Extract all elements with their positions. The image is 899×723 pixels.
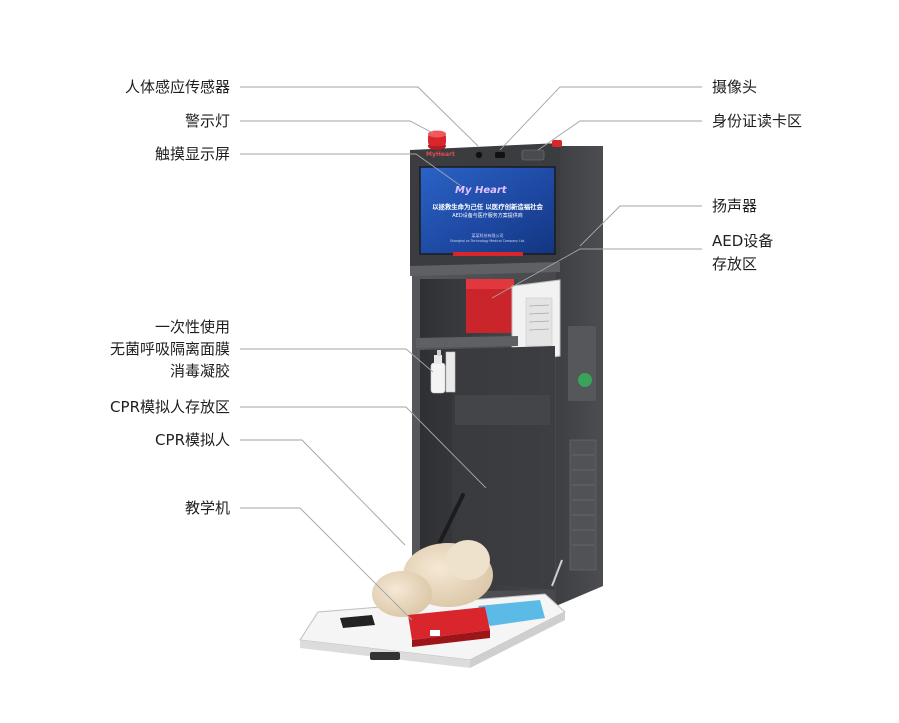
label-disposable: 一次性使用 无菌呼吸隔离面膜 消毒凝胶 <box>110 316 230 382</box>
leader-aed-storage <box>491 248 702 299</box>
leader-id-reader <box>537 120 702 151</box>
id-reader-pad <box>521 149 545 161</box>
screen-company-cn: 某某科技有限公司 <box>471 233 504 238</box>
upper-shelf-edge <box>410 262 560 276</box>
screen-red-strip <box>453 252 523 256</box>
leader-touch-screen <box>240 153 462 187</box>
label-body-sensor: 人体感应传感器 <box>124 78 230 96</box>
label-teaching-machine: 教学机 <box>184 499 230 517</box>
leader-speaker <box>579 205 702 247</box>
body-sensor-dot <box>475 151 483 159</box>
leader-disposable <box>240 348 434 373</box>
cpr-manikin-head <box>372 571 432 617</box>
label-warning-light: 警示灯 <box>184 112 230 130</box>
touch-screen-display <box>420 167 555 254</box>
label-aed-storage-line1: AED设备 <box>712 232 774 250</box>
bezel-logo: MyHeart <box>426 151 455 158</box>
screen-subtitle: AED设备与医疗服务方案提供商 <box>452 213 523 219</box>
warning-light-right <box>552 140 562 147</box>
leader-cpr-manikin <box>240 439 406 546</box>
label-touch-screen: 触摸显示屏 <box>154 145 230 163</box>
label-aed-storage-line2: 存放区 <box>712 255 758 273</box>
leader-body-sensor <box>240 86 479 147</box>
side-instructions <box>569 439 597 571</box>
label-disposable-line2: 无菌呼吸隔离面膜 <box>109 340 230 358</box>
label-cpr-manikin: CPR模拟人 <box>155 431 230 449</box>
blue-pad <box>478 600 545 626</box>
label-camera: 摄像头 <box>712 78 758 96</box>
leader-cpr-storage <box>240 406 487 489</box>
screen-company-en: Shanghai xx Technology Medical Company L… <box>449 239 526 243</box>
label-disposable-line3: 消毒凝胶 <box>169 362 230 380</box>
tray-handle <box>370 652 400 660</box>
aed-green-icon <box>578 373 592 387</box>
screen-content: My Heart 以拯救生命为己任 以医疗创新造福社会 AED设备与医疗服务方案… <box>420 167 555 254</box>
leader-warning-light <box>240 120 434 134</box>
leader-camera <box>499 86 702 151</box>
label-speaker: 扬声器 <box>712 197 758 215</box>
label-id-reader: 身份证读卡区 <box>712 112 803 130</box>
label-aed-storage: AED设备 存放区 <box>712 230 773 276</box>
leader-teaching-machine <box>240 507 413 621</box>
mask-holder <box>445 351 456 393</box>
screen-slogan: 以拯救生命为己任 以医疗创新造福社会 <box>432 203 543 211</box>
camera-lens <box>495 152 505 158</box>
teaching-machine-device <box>408 607 490 640</box>
label-cpr-storage: CPR模拟人存放区 <box>110 398 230 416</box>
screen-brand: My Heart <box>455 185 507 196</box>
label-disposable-line1: 一次性使用 <box>154 318 230 336</box>
